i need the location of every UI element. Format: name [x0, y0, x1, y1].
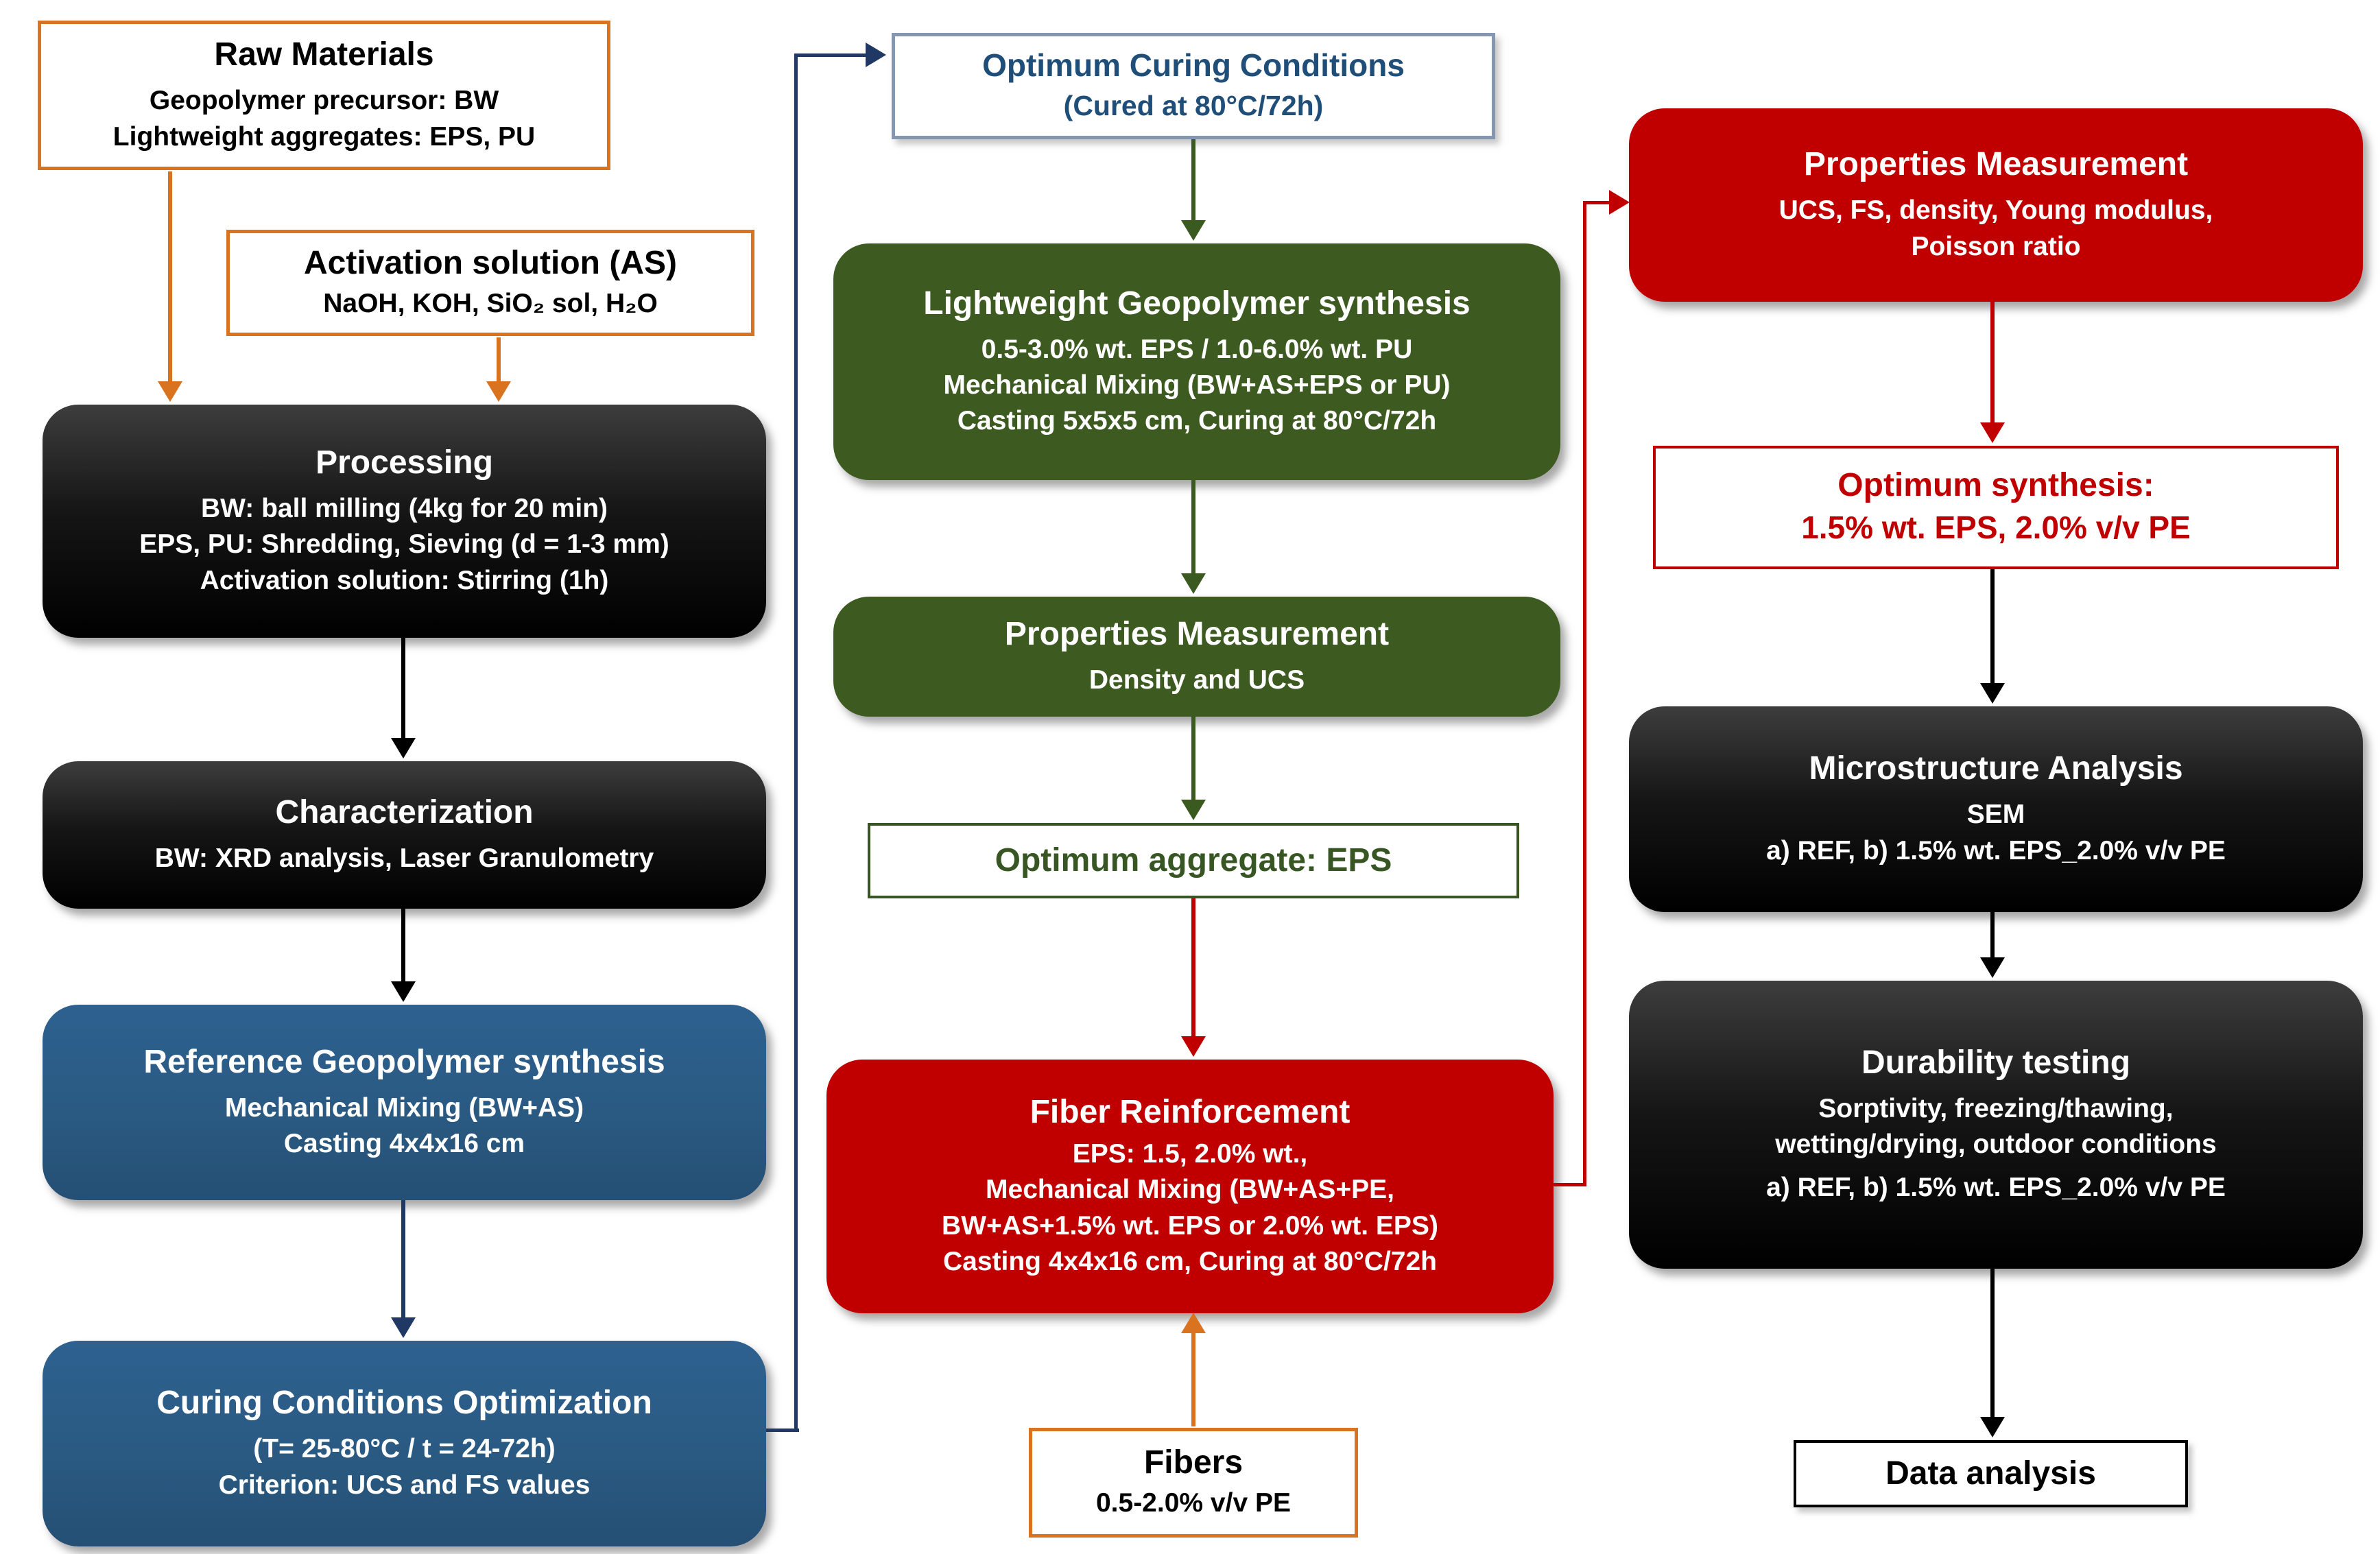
lightweight-synthesis-line: 0.5-3.0% wt. EPS / 1.0-6.0% wt. PU	[981, 334, 1413, 364]
arrow-durability-to-data-analysis	[1980, 1269, 2005, 1437]
processing-line: EPS, PU: Shredding, Sieving (d = 1-3 mm)	[139, 529, 669, 560]
raw-materials-line: Lightweight aggregates: EPS, PU	[112, 121, 536, 152]
arrow-raw-to-processing	[158, 171, 182, 402]
navy-connector-arrowhead	[866, 43, 886, 67]
properties-measurement-mid-box: Properties Measurement Density and UCS	[833, 597, 1560, 717]
optimum-synthesis-line: 1.5% wt. EPS, 2.0% v/v PE	[1801, 509, 2191, 545]
durability-testing-line: Sorptivity, freezing/thawing,	[1818, 1094, 2174, 1124]
microstructure-analysis-line: SEM	[1966, 800, 2025, 830]
lightweight-synthesis-line: Casting 5x5x5 cm, Curing at 80°C/72h	[957, 406, 1437, 436]
curing-optimization-box: Curing Conditions Optimization (T= 25-80…	[43, 1341, 766, 1546]
raw-materials-box: Raw Materials Geopolymer precursor: BW L…	[38, 21, 610, 170]
curing-optimization-title: Curing Conditions Optimization	[156, 1385, 652, 1422]
navy-connector-top-segment	[794, 53, 866, 57]
reference-geopolymer-title: Reference Geopolymer synthesis	[143, 1043, 665, 1080]
microstructure-analysis-box: Microstructure Analysis SEM a) REF, b) 1…	[1629, 706, 2363, 912]
optimum-synthesis-box: Optimum synthesis: 1.5% wt. EPS, 2.0% v/…	[1653, 446, 2339, 569]
arrow-fibers-to-fiber-reinforcement	[1181, 1313, 1206, 1426]
optimum-aggregate-title: Optimum aggregate: EPS	[995, 842, 1392, 879]
processing-title: Processing	[316, 444, 493, 481]
arrow-lightweight-to-properties	[1181, 480, 1206, 594]
arrow-properties-to-aggregate	[1181, 717, 1206, 820]
activation-solution-line: NaOH, KOH, SiO₂ sol, H₂O	[323, 288, 658, 318]
fiber-reinforcement-line: Casting 4x4x16 cm, Curing at 80°C/72h	[942, 1246, 1438, 1276]
arrow-properties-to-optimum-synthesis	[1980, 302, 2005, 443]
properties-measurement-right-title: Properties Measurement	[1803, 146, 2189, 183]
arrow-optimum-synthesis-to-microstructure	[1980, 569, 2005, 704]
reference-geopolymer-line: Casting 4x4x16 cm	[283, 1129, 525, 1159]
optimum-aggregate-box: Optimum aggregate: EPS	[868, 823, 1519, 898]
reference-geopolymer-box: Reference Geopolymer synthesis Mechanica…	[43, 1005, 766, 1200]
arrow-aggregate-to-fiber	[1181, 898, 1206, 1057]
microstructure-analysis-line: a) REF, b) 1.5% wt. EPS_2.0% v/v PE	[1766, 835, 2226, 865]
arrow-microstructure-to-durability	[1980, 912, 2005, 978]
red-connector-arrowhead	[1609, 190, 1630, 215]
navy-connector-bottom-segment	[766, 1429, 799, 1432]
red-connector-bottom-segment	[1554, 1183, 1586, 1186]
curing-optimization-line: Criterion: UCS and FS values	[218, 1470, 591, 1500]
durability-testing-line: a) REF, b) 1.5% wt. EPS_2.0% v/v PE	[1766, 1172, 2226, 1202]
activation-solution-title: Activation solution (AS)	[304, 244, 677, 281]
characterization-line: BW: XRD analysis, Laser Granulometry	[154, 843, 654, 873]
raw-materials-line: Geopolymer precursor: BW	[149, 86, 499, 116]
fiber-reinforcement-box: Fiber Reinforcement EPS: 1.5, 2.0% wt., …	[826, 1060, 1554, 1313]
properties-measurement-right-line: UCS, FS, density, Young modulus,	[1778, 195, 2213, 226]
durability-testing-title: Durability testing	[1861, 1044, 2131, 1081]
raw-materials-title: Raw Materials	[214, 36, 434, 73]
red-connector-top-segment	[1583, 201, 1610, 204]
arrow-characterization-to-reference	[391, 909, 416, 1002]
fiber-reinforcement-title: Fiber Reinforcement	[1030, 1093, 1350, 1130]
fibers-title: Fibers	[1143, 1444, 1243, 1481]
lightweight-synthesis-title: Lightweight Geopolymer synthesis	[923, 285, 1471, 322]
optimum-synthesis-title: Optimum synthesis:	[1837, 466, 2154, 503]
optimum-curing-box: Optimum Curing Conditions (Cured at 80°C…	[892, 33, 1495, 139]
properties-measurement-mid-line: Density and UCS	[1088, 665, 1305, 695]
data-analysis-box: Data analysis	[1794, 1440, 2188, 1507]
arrow-activation-to-processing	[486, 337, 511, 402]
properties-measurement-right-box: Properties Measurement UCS, FS, density,…	[1629, 108, 2363, 302]
data-analysis-title: Data analysis	[1885, 1455, 2096, 1492]
processing-line: Activation solution: Stirring (1h)	[200, 565, 609, 595]
durability-testing-box: Durability testing Sorptivity, freezing/…	[1629, 981, 2363, 1269]
processing-box: Processing BW: ball milling (4kg for 20 …	[43, 405, 766, 638]
fibers-box: Fibers 0.5-2.0% v/v PE	[1029, 1428, 1358, 1538]
microstructure-analysis-title: Microstructure Analysis	[1809, 750, 2183, 787]
activation-solution-box: Activation solution (AS) NaOH, KOH, SiO₂…	[226, 230, 754, 336]
processing-line: BW: ball milling (4kg for 20 min)	[201, 494, 608, 524]
optimum-curing-line: (Cured at 80°C/72h)	[1063, 90, 1324, 122]
fiber-reinforcement-line: Mechanical Mixing (BW+AS+PE,	[986, 1175, 1394, 1205]
red-connector-vertical-segment	[1583, 202, 1586, 1186]
optimum-curing-title: Optimum Curing Conditions	[982, 47, 1405, 83]
characterization-title: Characterization	[275, 793, 534, 830]
arrow-optimumcuring-to-lightweight	[1181, 139, 1206, 241]
fiber-reinforcement-line: BW+AS+1.5% wt. EPS or 2.0% wt. EPS)	[942, 1210, 1438, 1241]
arrow-reference-to-curing	[391, 1200, 416, 1338]
fiber-reinforcement-line: EPS: 1.5, 2.0% wt.,	[1072, 1139, 1308, 1169]
properties-measurement-mid-title: Properties Measurement	[1004, 615, 1390, 652]
arrow-processing-to-characterization	[391, 638, 416, 758]
lightweight-synthesis-line: Mechanical Mixing (BW+AS+EPS or PU)	[943, 370, 1451, 400]
characterization-box: Characterization BW: XRD analysis, Laser…	[43, 761, 766, 909]
navy-connector-vertical-segment	[794, 55, 798, 1432]
lightweight-synthesis-box: Lightweight Geopolymer synthesis 0.5-3.0…	[833, 243, 1560, 480]
fibers-line: 0.5-2.0% v/v PE	[1095, 1488, 1291, 1518]
properties-measurement-right-line: Poisson ratio	[1911, 231, 2081, 261]
curing-optimization-line: (T= 25-80°C / t = 24-72h)	[253, 1434, 556, 1464]
durability-testing-line: wetting/drying, outdoor conditions	[1775, 1129, 2217, 1160]
reference-geopolymer-line: Mechanical Mixing (BW+AS)	[224, 1092, 584, 1123]
